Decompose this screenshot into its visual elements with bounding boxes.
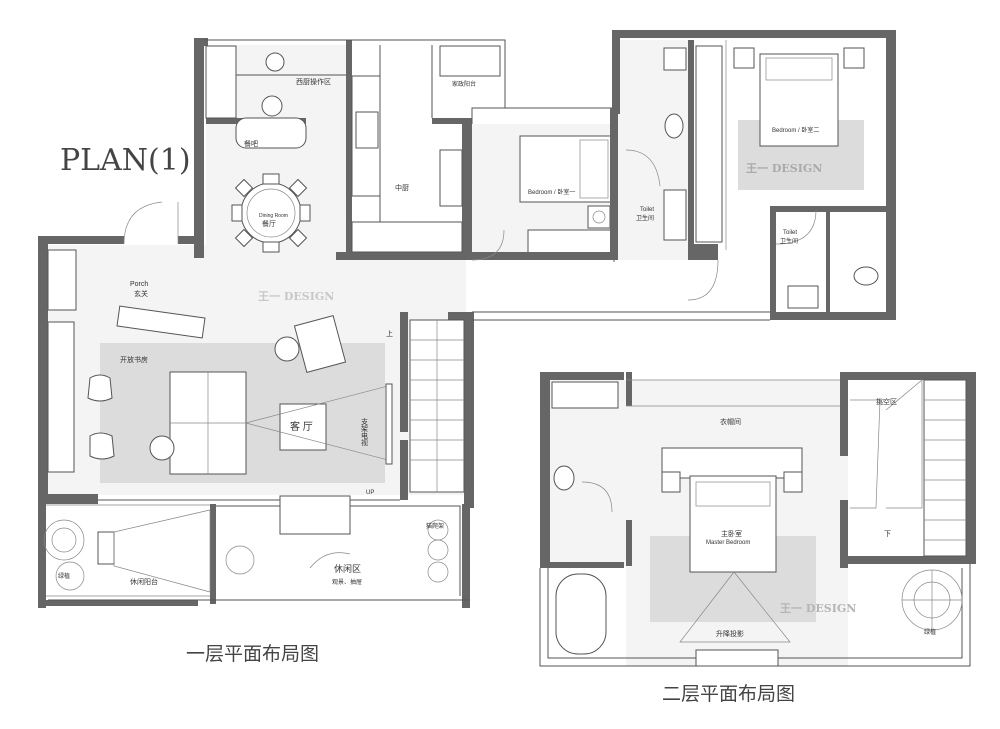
bed2 <box>759 53 839 147</box>
bed1 <box>519 135 613 203</box>
floor1-caption: 一层平面布局图 <box>186 643 319 665</box>
label-leisure-balcony: 休闲阳台 <box>130 577 158 586</box>
label-leisure-sub: 观景、抽屉 <box>332 578 362 586</box>
label-bar: 餐吧 <box>244 139 258 148</box>
label-living: 客 厅 <box>290 420 313 433</box>
label-dining-cn: 餐厅 <box>262 219 276 228</box>
bathtub <box>555 573 607 655</box>
dining-table <box>231 173 311 253</box>
floor2-plant <box>901 569 963 631</box>
label-porch-en: Porch <box>130 281 148 288</box>
label-toilet1-en: Toilet <box>640 207 654 213</box>
label-projection: 升降投影 <box>716 629 744 638</box>
label-down: 下 <box>884 530 891 538</box>
label-study: 开放书房 <box>120 355 148 364</box>
coffee-table <box>279 403 327 451</box>
floor1-walls <box>38 38 474 608</box>
balcony-plant-1 <box>43 519 85 591</box>
label-master-cn: 主卧室 <box>721 529 742 538</box>
floor2-plan <box>539 372 976 667</box>
label-dining-en: Dining Room <box>259 213 288 219</box>
bedroom2-watermark: 王一 DESIGN <box>746 162 822 175</box>
master-bed <box>689 475 777 573</box>
label-master-en: Master Bedroom <box>706 540 750 546</box>
floor2-watermark: 王一 DESIGN <box>780 602 856 615</box>
label-toilet1-cn: 卫生间 <box>636 214 654 222</box>
plan-title: PLAN(1) <box>60 143 191 178</box>
label-up-en: UP <box>366 490 374 496</box>
label-cloakroom: 衣帽间 <box>720 417 741 426</box>
label-western-kitchen: 西厨操作区 <box>296 77 331 86</box>
label-leisure-area: 休闲区 <box>334 563 361 574</box>
label-tv: 支架电视 <box>361 417 369 447</box>
floor1-stairs <box>409 319 465 493</box>
floor2-stairs <box>923 379 967 557</box>
label-cat-tree: 猫爬架 <box>426 522 444 530</box>
floor1-watermark: 王一 DESIGN <box>258 290 334 303</box>
label-toilet2-en: Toilet <box>783 230 797 236</box>
label-up-cn: 上 <box>386 329 393 338</box>
label-plant-f2: 绿植 <box>924 628 936 636</box>
label-void: 挑空区 <box>876 397 897 406</box>
label-bedroom1: Bedroom / 卧室一 <box>528 188 575 196</box>
bar-counter <box>235 117 307 149</box>
sofa-long <box>116 305 206 339</box>
floor1-plan <box>38 30 896 608</box>
label-chinese-kitchen: 中厨 <box>395 183 409 192</box>
label-toilet2-cn: 卫生间 <box>780 237 798 245</box>
label-bedroom2: Bedroom / 卧室二 <box>772 126 819 134</box>
label-porch-cn: 玄关 <box>134 289 148 298</box>
floor2-walls <box>540 372 976 568</box>
label-laundry-balcony: 家政阳台 <box>452 80 476 88</box>
floor2-caption: 二层平面布局图 <box>662 683 795 705</box>
label-plant-f1: 绿植 <box>58 572 70 580</box>
